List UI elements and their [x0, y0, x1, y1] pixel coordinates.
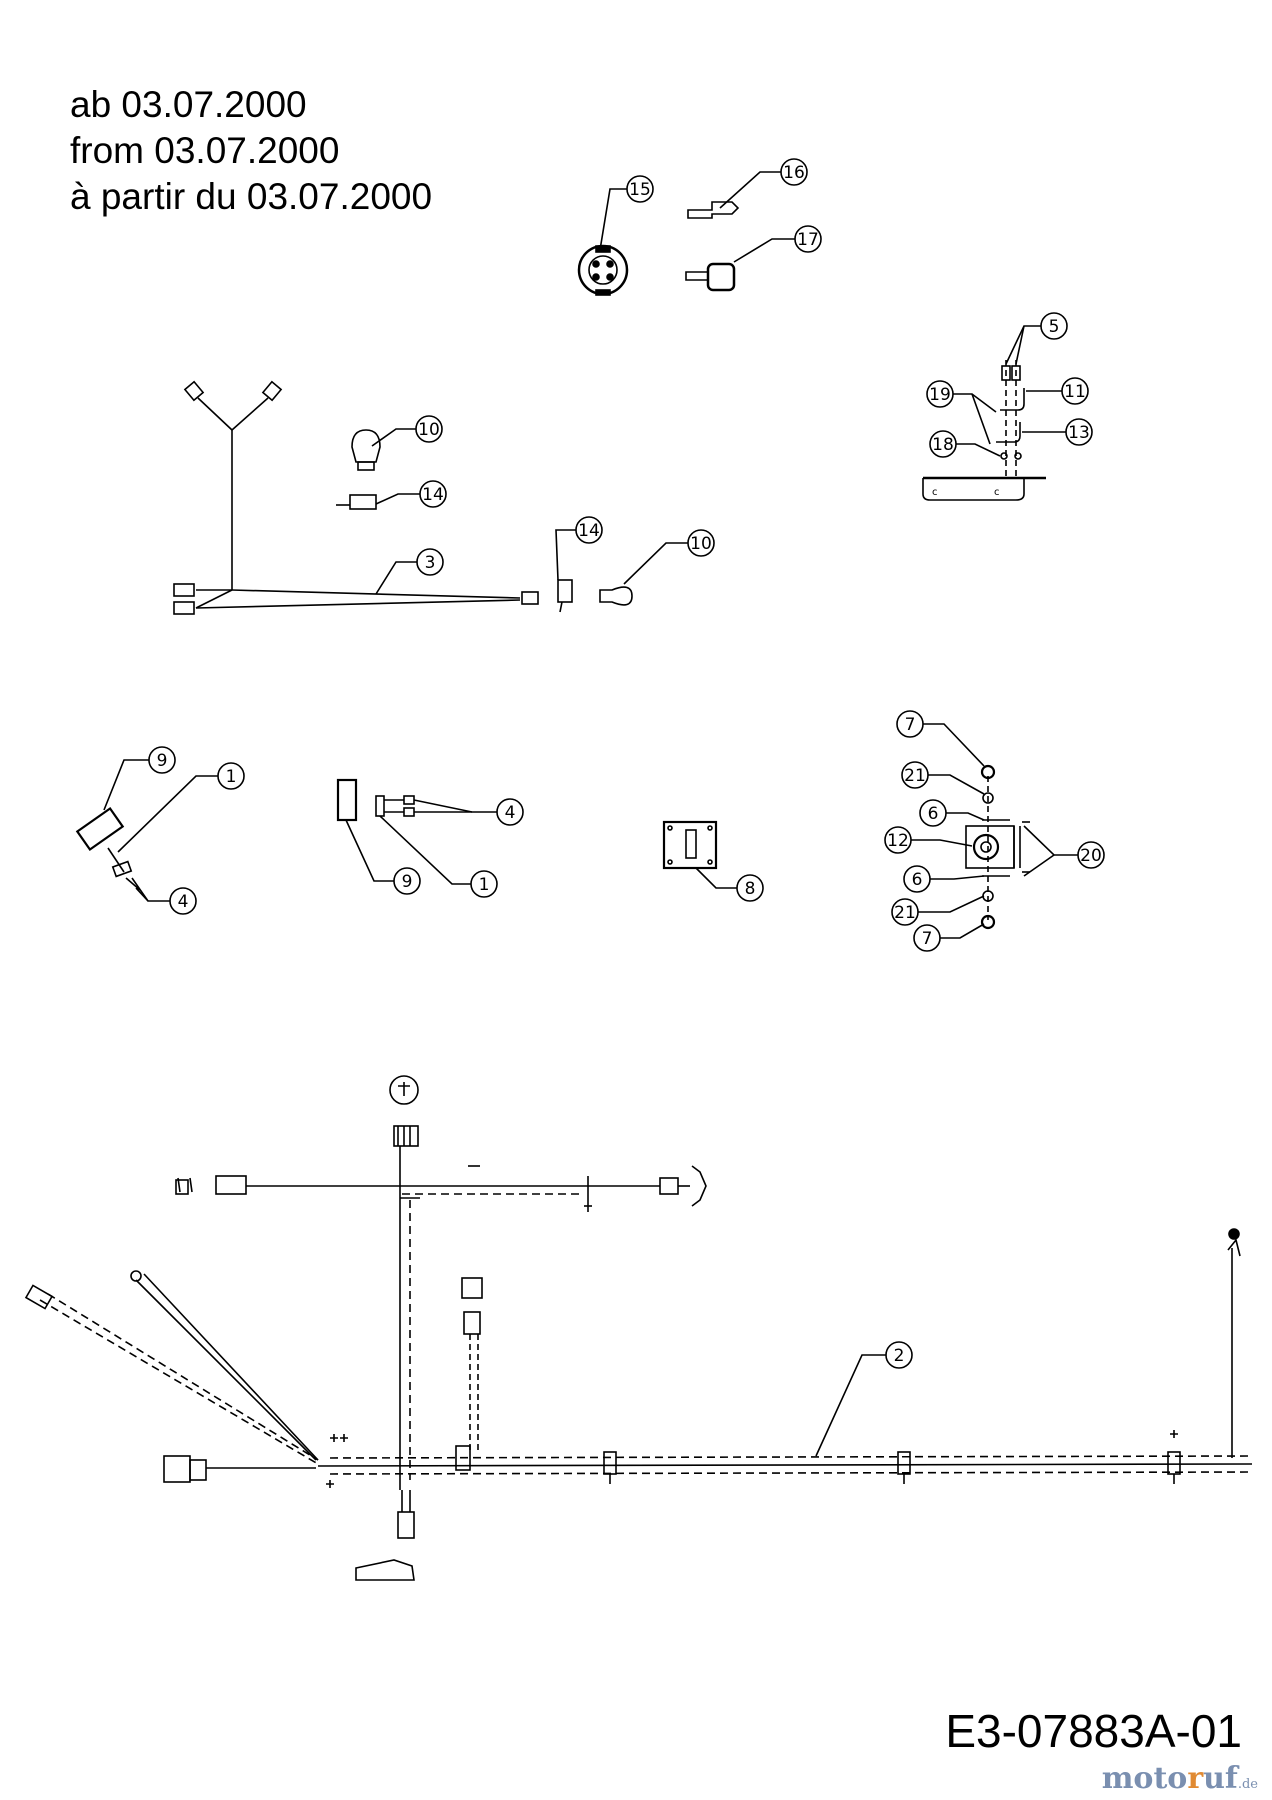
callout-number: 14	[422, 485, 444, 505]
callout-number: 8	[745, 879, 756, 899]
callout-7: 7	[896, 710, 985, 767]
callout-number: 15	[629, 180, 651, 200]
callout-number: 7	[922, 929, 933, 949]
relay-plate	[662, 820, 718, 870]
validity-line-fr: à partir du 03.07.2000	[70, 176, 433, 217]
callout-16: 16	[719, 158, 808, 209]
callout-number: 19	[929, 385, 951, 405]
callout-10: 10	[623, 529, 715, 585]
callout-number: 11	[1064, 382, 1086, 402]
switch-with-connector	[75, 806, 141, 891]
callout-15: 15	[599, 175, 654, 251]
callout-number: 10	[418, 420, 440, 440]
callout-number: 13	[1068, 423, 1090, 443]
callout-number: 16	[783, 163, 805, 183]
callout-number: 9	[402, 872, 413, 892]
callout-3: 3	[375, 548, 444, 595]
callout-13: 13	[1022, 418, 1093, 446]
callout-number: 4	[505, 803, 516, 823]
solenoid-assembly	[965, 764, 1030, 930]
callout-number: 9	[157, 751, 168, 771]
callout-number: 12	[887, 831, 909, 851]
callout-number: 20	[1080, 846, 1102, 866]
svg-text:c: c	[994, 487, 1000, 498]
callout-number: 1	[479, 875, 490, 895]
callout-number: 2	[894, 1346, 905, 1366]
callout-number: 3	[425, 553, 436, 573]
callout-9: 9	[345, 819, 421, 895]
watermark-part: r	[1187, 1761, 1204, 1796]
callout-number: 4	[178, 892, 189, 912]
callout-20: 20	[1023, 825, 1105, 877]
callout-number: 18	[932, 435, 954, 455]
ignition-key	[687, 201, 740, 219]
bulb-socket	[557, 579, 573, 613]
drawing-code: E3-07883A-01	[945, 1705, 1242, 1757]
callout-number: 7	[905, 715, 916, 735]
callout-17: 17	[733, 225, 822, 263]
ignition-switch	[577, 244, 629, 296]
bulb-socket	[336, 494, 377, 510]
svg-text:c: c	[932, 487, 938, 498]
callout-number: 1	[226, 767, 237, 787]
callout-number: 21	[904, 766, 926, 786]
callout-9: 9	[103, 746, 176, 811]
callout-1: 1	[117, 762, 245, 853]
rear-light-harness	[173, 380, 539, 615]
callout-2: 2	[815, 1341, 913, 1457]
watermark-part: uf	[1203, 1761, 1238, 1796]
callout-7: 7	[913, 923, 985, 952]
callout-14: 14	[555, 516, 603, 581]
callout-10: 10	[371, 415, 443, 447]
callout-5: 5	[1005, 312, 1068, 365]
callout-12: 12	[884, 826, 973, 854]
callout-6: 6	[919, 799, 985, 827]
callout-19: 19	[926, 380, 997, 445]
callout-6: 6	[903, 865, 985, 893]
validity-line-de: ab 03.07.2000	[70, 84, 307, 125]
callout-1: 1	[379, 815, 498, 898]
validity-header: ab 03.07.2000 from 03.07.2000 à partir d…	[70, 82, 432, 220]
callout-18: 18	[929, 430, 1001, 458]
callout-21: 21	[891, 895, 985, 926]
watermark-suffix: .de	[1237, 1777, 1258, 1792]
callout-4: 4	[131, 877, 197, 915]
callout-number: 6	[912, 870, 923, 890]
callout-number: 10	[690, 534, 712, 554]
callout-number: 17	[797, 230, 819, 250]
switch-with-connector	[336, 778, 415, 822]
watermark-logo: motoruf.de	[1102, 1761, 1258, 1796]
callout-number: 21	[894, 903, 916, 923]
callout-14: 14	[375, 480, 447, 508]
watermark-part: moto	[1101, 1761, 1188, 1796]
callout-number: 6	[928, 804, 939, 824]
bulb	[351, 429, 381, 471]
callout-21: 21	[901, 761, 985, 795]
main-harness	[24, 1075, 1253, 1581]
validity-line-en: from 03.07.2000	[70, 130, 340, 171]
callout-8: 8	[695, 867, 764, 902]
seat-switch-bracket: c c	[922, 360, 1046, 501]
callout-number: 5	[1049, 317, 1060, 337]
ignition-key-with-knob	[685, 262, 736, 292]
callout-4: 4	[413, 798, 524, 826]
callout-number: 14	[578, 521, 600, 541]
bulb	[599, 586, 633, 606]
callout-11: 11	[1026, 377, 1089, 405]
